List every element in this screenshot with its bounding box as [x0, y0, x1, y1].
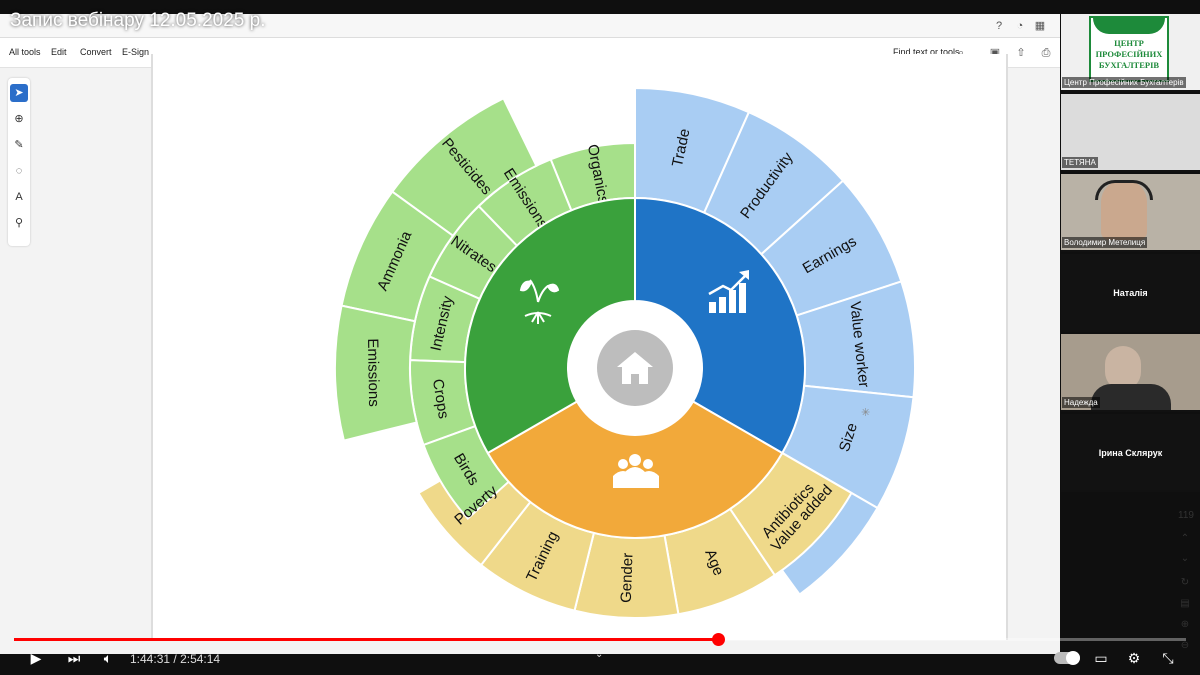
participant-name: Наталія: [1113, 288, 1148, 298]
player-controls: ▶ ⏭ 🔈︎ 1:44:31 / 2:54:14 ⌄ ▭ ⚙ ⤡: [0, 645, 1200, 675]
participant-name: Ірина Склярук: [1098, 448, 1163, 458]
segment-label: Emissions: [364, 338, 382, 407]
growth-chart-icon: [708, 270, 749, 313]
find-tools-label[interactable]: Find text or tools: [893, 47, 960, 57]
participant-tile[interactable]: ТЕТЯНА: [1061, 94, 1200, 172]
page-number: 119: [1178, 510, 1194, 521]
blue-ring: [634, 196, 806, 455]
next-icon[interactable]: ⏭: [67, 650, 81, 666]
page-nav-rail: 119 ⌃ ⌄ ↻ ▤ ⊕ ⊖: [1170, 495, 1200, 651]
people-icon: [613, 454, 659, 488]
segment-label: Gender: [618, 553, 637, 604]
page-edge: [1006, 54, 1008, 640]
page-edge: [151, 54, 153, 640]
progress-fill: [14, 638, 719, 641]
refresh-icon[interactable]: ↻: [1180, 577, 1190, 588]
text-box-icon[interactable]: A: [15, 191, 23, 203]
toggle-knob: [1066, 651, 1080, 665]
zoom-in-icon[interactable]: ⊕: [1180, 619, 1190, 630]
zoom-icon[interactable]: ⊕: [14, 113, 24, 125]
video-title[interactable]: Запис вебінару 12.05.2025 р.: [10, 10, 266, 31]
headset-icon: [1095, 180, 1153, 200]
participant-tile[interactable]: ЦЕНТР ПРОФЕСІЙНИХ БУХГАЛТЕРІВ Центр Проф…: [1061, 14, 1200, 92]
exit-fullscreen-icon[interactable]: ⤡: [1162, 650, 1174, 666]
sunburst-segment: [390, 97, 538, 238]
logo-arc: [1093, 18, 1165, 34]
participant-name: ТЕТЯНА: [1062, 157, 1098, 168]
page-down-icon[interactable]: ⌄: [1180, 553, 1190, 564]
menu-edit[interactable]: Edit: [51, 47, 67, 57]
participant-tile[interactable]: Володимир Метелиця: [1061, 174, 1200, 252]
time-display: 1:44:31 / 2:54:14: [130, 652, 221, 666]
participant-tile[interactable]: Ірина Склярук: [1061, 414, 1200, 492]
participant-name: Надежда: [1062, 397, 1100, 408]
print-icon[interactable]: ⎙: [1041, 47, 1051, 59]
play-icon[interactable]: ▶: [30, 650, 42, 666]
settings-gear-icon[interactable]: ⚙: [1127, 650, 1141, 666]
upload-icon[interactable]: ⇧: [1016, 47, 1026, 59]
participant-video: [1091, 384, 1171, 410]
viewer-top-bar: ? ◔ ▦: [0, 14, 1060, 38]
green-ring: [464, 196, 636, 455]
cursor-crosshair-icon: ✳: [861, 407, 870, 419]
logo-text: ПРОФЕСІЙНИХ: [1095, 49, 1163, 59]
participant-tile[interactable]: Надежда: [1061, 334, 1200, 412]
select-cursor-icon[interactable]: ➤: [10, 84, 28, 102]
time-current: 1:44:31: [130, 652, 171, 666]
page-up-icon[interactable]: ⌃: [1180, 533, 1190, 544]
segment-label: Crops: [429, 378, 452, 420]
logo-text: БУХГАЛТЕРІВ: [1098, 60, 1160, 70]
home-icon: [617, 352, 653, 384]
participant-name: Центр Професійних Бухгалтерів: [1062, 77, 1186, 88]
progress-scrubber[interactable]: [712, 633, 726, 646]
sunburst-segment: [340, 190, 455, 323]
menu-all-tools[interactable]: All tools: [9, 47, 41, 57]
apps-grid-icon[interactable]: ▦: [1034, 20, 1046, 32]
organization-logo: ЦЕНТР ПРОФЕСІЙНИХ БУХГАЛТЕРІВ: [1089, 16, 1169, 82]
time-total: 2:54:14: [180, 652, 221, 666]
sprout-icon: [519, 279, 560, 324]
subtitles-icon[interactable]: ▭: [1094, 650, 1108, 666]
participants-panel: ЦЕНТР ПРОФЕСІЙНИХ БУХГАЛТЕРІВ Центр Проф…: [1061, 14, 1200, 494]
participant-tile[interactable]: Наталія: [1061, 254, 1200, 332]
zoom-out-icon[interactable]: ⊖: [1180, 640, 1190, 651]
tool-rail: ➤ ⊕ ✎ ◌ A ⚲: [8, 78, 30, 246]
sunburst-segment: [334, 304, 418, 442]
progress-bar[interactable]: [14, 633, 1186, 646]
menu-convert[interactable]: Convert: [80, 47, 112, 57]
logo-text: ЦЕНТР: [1114, 38, 1144, 48]
chevron-down-icon[interactable]: ⌄: [595, 649, 604, 660]
save-icon[interactable]: ▣: [989, 47, 1001, 59]
search-icon[interactable]: ⌕: [957, 47, 965, 59]
pen-icon[interactable]: ✎: [14, 139, 24, 151]
volume-icon[interactable]: 🔈︎: [103, 650, 113, 666]
document-icon[interactable]: ▤: [1180, 598, 1190, 609]
stamp-icon[interactable]: ⚲: [14, 217, 24, 229]
participant-video: [1105, 346, 1141, 390]
participant-name: Володимир Метелиця: [1062, 237, 1148, 248]
menu-esign[interactable]: E-Sign: [122, 47, 150, 57]
lasso-icon[interactable]: ◌: [15, 165, 23, 177]
help-icon[interactable]: ?: [995, 20, 1003, 32]
bell-icon[interactable]: ◔: [1016, 20, 1024, 32]
autoplay-toggle[interactable]: [1054, 651, 1080, 665]
